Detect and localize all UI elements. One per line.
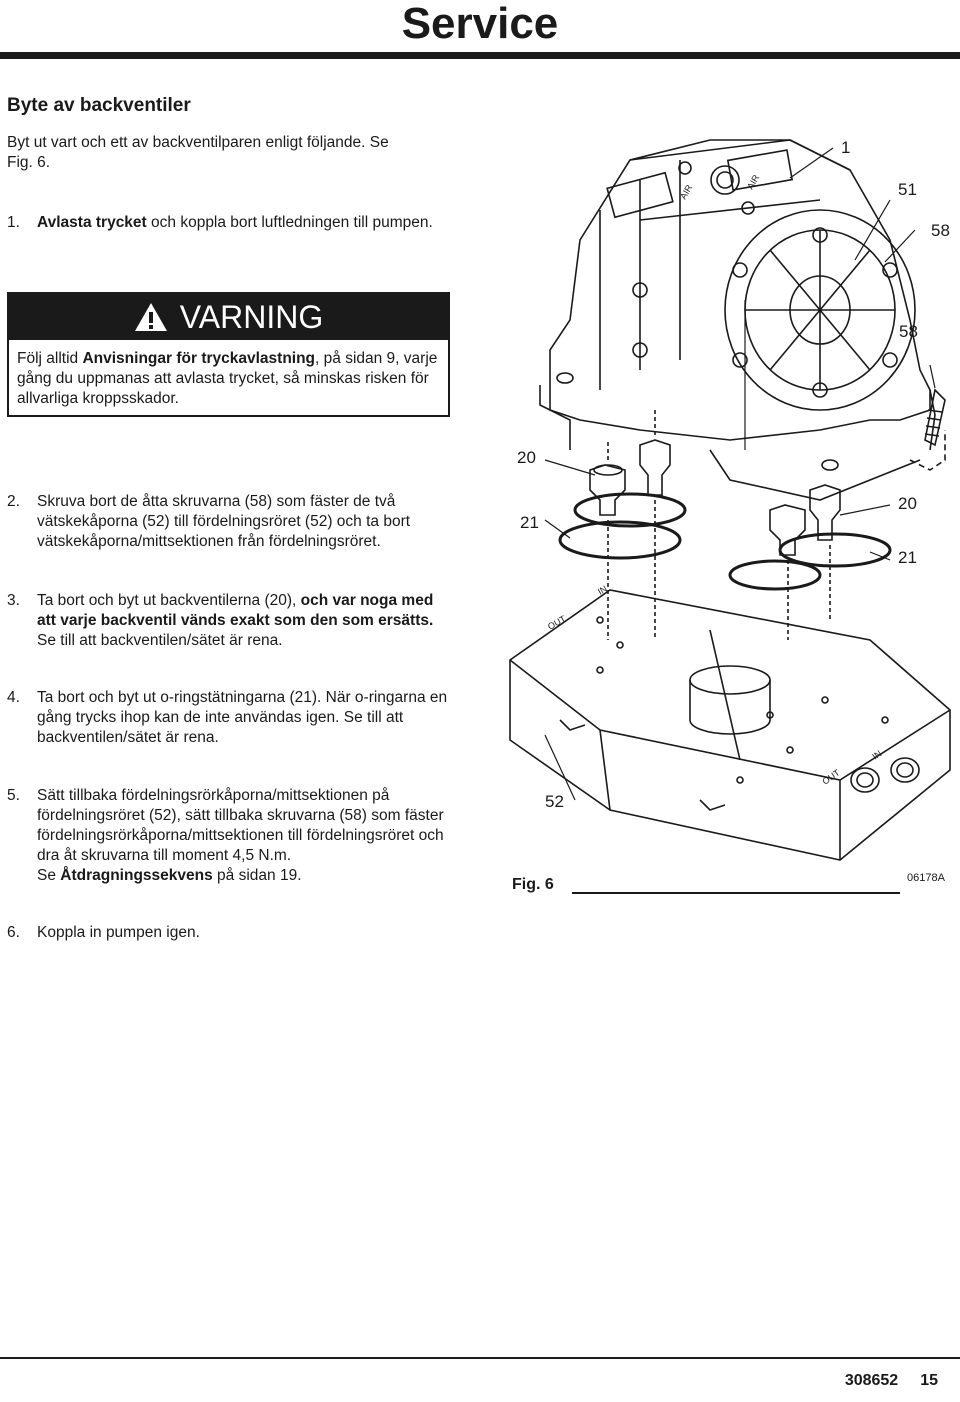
warning-triangle-icon	[134, 303, 167, 331]
pump-body-outline	[549, 139, 931, 441]
callout-label: 58	[931, 221, 950, 240]
callout-label: 51	[898, 180, 917, 199]
page-title: Service	[401, 0, 559, 48]
intro-paragraph: Byt ut vart och ett av backventilparen e…	[7, 134, 389, 171]
warning-heading: VARNING	[179, 298, 324, 335]
port-label: IN	[596, 584, 609, 597]
step-2: 2. Skruva bort de åtta skruvarna (58) so…	[7, 493, 411, 550]
step-1: 1. Avlasta trycket och koppla bort luftl…	[7, 214, 433, 231]
callout-label: 52	[545, 792, 564, 811]
warning-header: VARNING	[9, 294, 448, 340]
step-3: 3. Ta bort och byt ut backventilerna (20…	[7, 592, 434, 649]
manifold-outline	[509, 589, 951, 861]
port-label: OUT	[546, 613, 568, 631]
figure-caption: Fig. 6	[512, 876, 554, 893]
callout-label: 20	[898, 494, 917, 513]
figure-caption-rule	[572, 892, 900, 894]
step-4: 4. Ta bort och byt ut o-ringstätningarna…	[7, 689, 448, 746]
footer-rule	[0, 1357, 960, 1359]
doc-number: 308652	[844, 1372, 899, 1389]
warning-text: Följ alltid Anvisningar för tryckavlastn…	[17, 350, 438, 407]
callout-label: 20	[517, 448, 536, 467]
page-number: 15	[920, 1372, 938, 1389]
figure-code: 06178A	[907, 872, 945, 884]
title-rule	[0, 52, 960, 59]
port-label: AIR	[745, 173, 761, 191]
step-6: 6. Koppla in pumpen igen.	[7, 924, 200, 941]
footer: 308652 15	[845, 1372, 938, 1390]
step-5: 5. Sätt tillbaka fördelningsrörkåporna/m…	[7, 787, 444, 884]
section-heading: Byte av backventiler	[7, 95, 191, 116]
port-label: OUT	[820, 767, 842, 786]
warning-box: VARNING Följ alltid Anvisningar för tryc…	[7, 292, 450, 417]
callout-label: 21	[520, 513, 539, 532]
pump-exploded-diagram: AIR AIR IN OUT IN OUT	[509, 139, 951, 861]
callout-label: 1	[841, 138, 851, 157]
callout-label: 58	[899, 322, 918, 341]
callout-label: 21	[898, 548, 917, 567]
